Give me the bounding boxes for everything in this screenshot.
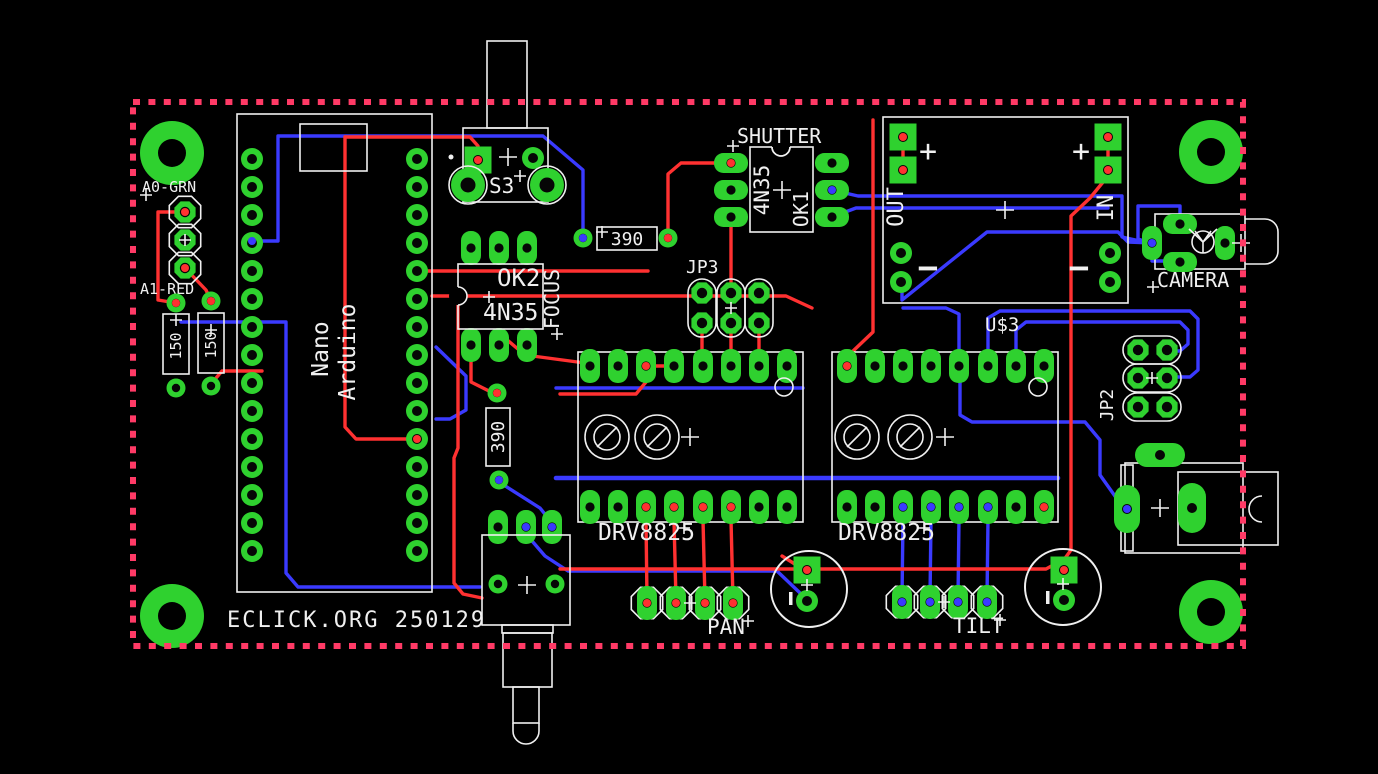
- copper-traces-blue: [179, 134, 1200, 601]
- power-jack-pads: [1114, 443, 1206, 533]
- mount-hole-bottom-left: [140, 584, 204, 648]
- resistor-390-v[interactable]: 390: [485, 383, 511, 490]
- nano-module[interactable]: Nano Arduino: [236, 113, 433, 593]
- relay-in-plus: +: [1072, 134, 1090, 169]
- resistor-150-2[interactable]: 150: [197, 291, 225, 396]
- nano-pads-right: [406, 148, 428, 562]
- camera-label: CAMERA: [1157, 268, 1229, 292]
- header-a0-label: A0-GRN: [142, 178, 196, 196]
- nano-label-2: Arduino: [335, 304, 361, 401]
- optocoupler-ok2[interactable]: OK2 4N35 FOCUS: [449, 231, 564, 362]
- resistor-390-v-value: 390: [488, 421, 509, 454]
- toggle-lever: [501, 624, 554, 745]
- nano-pads-left: [241, 148, 263, 562]
- resistor-390-h-value: 390: [611, 229, 644, 250]
- drv-left-label: DRV8825: [598, 520, 695, 546]
- nano-label-1: Nano: [308, 321, 334, 376]
- relay-out-plus: +: [919, 134, 937, 169]
- resistor-150-1[interactable]: 150: [162, 293, 190, 398]
- board-footer-text: ECLICK.ORG 250129: [227, 608, 486, 633]
- jp2-header[interactable]: JP2: [1097, 335, 1182, 422]
- relay-out-label: OUT: [884, 187, 909, 227]
- driver-drv8825-right[interactable]: U$3 DRV8825: [831, 314, 1059, 546]
- resistor-390-h[interactable]: 390: [573, 225, 678, 251]
- capacitor-tilt[interactable]: [1024, 548, 1102, 626]
- relay-out-minus: −: [918, 248, 938, 288]
- jp3-label: JP3: [686, 257, 719, 278]
- board-outline: [130, 99, 1246, 649]
- capacitor-pan[interactable]: [770, 550, 848, 628]
- ok2-part: 4N35: [483, 300, 538, 326]
- relay-in-label: IN: [1094, 195, 1119, 222]
- relay-in-minus: −: [1069, 248, 1089, 288]
- tilt-header[interactable]: TILT: [885, 585, 1007, 638]
- pan-header[interactable]: PAN: [630, 586, 755, 639]
- ok1-part: 4N35: [750, 165, 774, 216]
- mount-hole-bottom-right: [1179, 580, 1243, 644]
- silkscreen-dot: [448, 154, 454, 160]
- driver-drv8825-left[interactable]: DRV8825: [577, 349, 804, 546]
- resistor-150-2-value: 150: [202, 331, 220, 358]
- switch-s3[interactable]: S3: [448, 40, 567, 205]
- resistor-150-1-value: 150: [167, 332, 185, 359]
- mount-hole-top-right: [1179, 120, 1243, 184]
- relay-module[interactable]: + − + − OUT IN: [882, 116, 1129, 304]
- u3-designator: U$3: [985, 314, 1019, 336]
- jp2-label: JP2: [1097, 389, 1118, 422]
- optocoupler-ok1[interactable]: SHUTTER 4N35 OK1: [714, 124, 849, 233]
- jack-symbol-icon: [1188, 228, 1218, 254]
- toggle-switch-bottom[interactable]: [481, 510, 571, 745]
- header-a1-label: A1-RED: [140, 280, 194, 298]
- focus-net-label: FOCUS: [540, 269, 564, 329]
- mount-hole-top-left: [140, 121, 204, 185]
- ok1-designator: OK1: [789, 191, 813, 227]
- power-jack[interactable]: [1114, 443, 1279, 554]
- ok2-designator: OK2: [497, 264, 540, 292]
- camera-jack[interactable]: CAMERA: [1142, 213, 1279, 294]
- pan-label: PAN: [707, 615, 745, 639]
- drv-right-label: DRV8825: [838, 520, 935, 546]
- jp3-header[interactable]: JP3: [686, 257, 774, 338]
- header-a0-a1[interactable]: A0-GRN A1-RED: [139, 178, 202, 298]
- tilt-label: TILT: [953, 614, 1004, 638]
- s3-label: S3: [489, 174, 514, 198]
- shutter-net-label: SHUTTER: [737, 124, 822, 148]
